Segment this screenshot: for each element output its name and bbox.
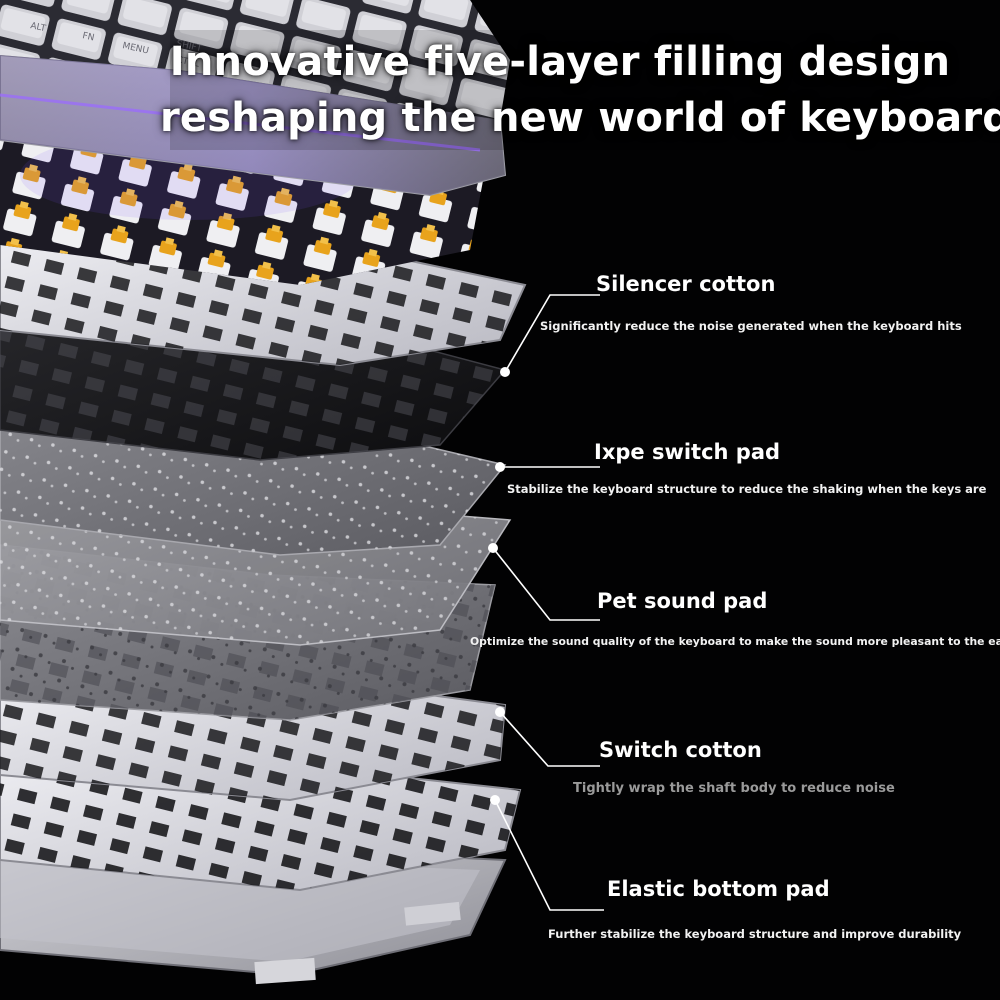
layer-title-ixpe-switch-pad: Ixpe switch pad bbox=[594, 440, 781, 464]
layer-title-silencer-cotton: Silencer cotton bbox=[596, 272, 776, 296]
callout-line-switch-cotton bbox=[499, 711, 600, 767]
callout-lines bbox=[492, 294, 604, 911]
callout-line-elastic bbox=[494, 799, 604, 911]
keycap-fn: FN bbox=[81, 31, 95, 43]
keyboard-top-case bbox=[0, 0, 510, 197]
headline-line-2: reshaping the new world of keyboard bbox=[160, 95, 1000, 141]
layer-desc-elastic-bottom-pad: Further stabilize the keyboard structure… bbox=[548, 927, 962, 941]
layer-title-switch-cotton: Switch cotton bbox=[599, 738, 762, 762]
layer-desc-silencer-cotton: Significantly reduce the noise generated… bbox=[540, 319, 962, 333]
layer-title-pet-sound-pad: Pet sound pad bbox=[597, 589, 768, 613]
callout-line-silencer bbox=[504, 294, 600, 373]
headline-line-1: Innovative five-layer filling design bbox=[169, 39, 951, 85]
callout-dots bbox=[488, 367, 510, 805]
keycap-alt: ALT bbox=[29, 21, 47, 34]
layer-desc-ixpe-switch-pad: Stabilize the keyboard structure to redu… bbox=[507, 482, 987, 496]
layer-title-elastic-bottom-pad: Elastic bottom pad bbox=[607, 877, 830, 901]
keycap-ctrl: CTRL bbox=[175, 55, 200, 70]
callout-line-pet bbox=[492, 547, 600, 621]
layer-desc-pet-sound-pad: Optimize the sound quality of the keyboa… bbox=[470, 635, 1000, 648]
layer-desc-switch-cotton: Tightly wrap the shaft body to reduce no… bbox=[573, 781, 895, 796]
